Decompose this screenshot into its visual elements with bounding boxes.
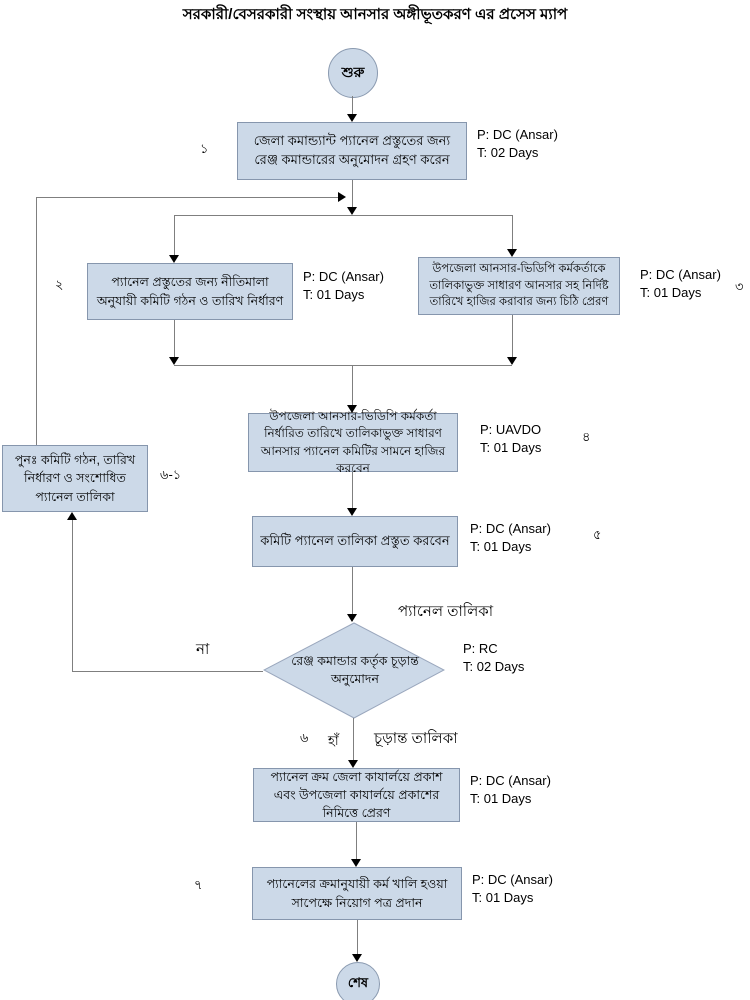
- end-node: শেষ: [336, 962, 380, 1000]
- annotation-step-2-t: T: 01 Days: [303, 286, 365, 302]
- arrowhead-icon: [347, 614, 357, 622]
- flow-step-6-text: প্যানেল ক্রম জেলা কাযার্লয়ে প্রকাশ এবং …: [270, 769, 443, 821]
- flow-step-2-text: প্যানেল প্রস্তুতের জন্য নীতিমালা অনুযায়…: [96, 275, 284, 308]
- arrowhead-icon: [67, 512, 77, 520]
- arrowhead-icon: [351, 859, 361, 867]
- connector-step1-split: [352, 180, 353, 208]
- annotation-step-5-p: P: DC (Ansar): [470, 521, 551, 536]
- flow-label-no: না: [196, 641, 210, 658]
- connector-step4-step5: [352, 472, 353, 509]
- annotation-step-5-t: T: 01 Days: [470, 538, 532, 554]
- step-number-3: ৩: [735, 279, 744, 294]
- flow-step-1: জেলা কমান্ড্যান্ট প্যানেল প্রস্তুতের জন্…: [237, 122, 467, 180]
- page-title: সরকারী/বেসরকারী সংস্থায় আনসার অঙ্গীভূতক…: [182, 6, 568, 23]
- arrowhead-icon: [347, 114, 357, 122]
- step-number-rework: ৬-১: [160, 467, 182, 482]
- step-number-6: ৬: [300, 730, 309, 745]
- annotation-step-3: P: DC (Ansar) T: 01 Days: [640, 266, 721, 301]
- annotation-step-4: P: UAVDO T: 01 Days: [480, 421, 541, 456]
- annotation-step-1-p: P: DC (Ansar): [477, 127, 558, 142]
- flow-step-rework-text: পুনঃ কমিটি গঠন, তারিখ নির্ধারণ ও সংশোধিত…: [14, 453, 136, 504]
- connector-decision-step6: [353, 718, 354, 760]
- annotation-decision-p: P: RC: [463, 641, 498, 656]
- flow-step-4-text: উপজেলা আনসার-ভিডিপি কর্মকর্তা নির্ধারিত …: [260, 408, 446, 475]
- arrowhead-icon: [169, 255, 179, 263]
- annotation-step-4-p: P: UAVDO: [480, 422, 542, 437]
- flow-step-3: উপজেলা আনসার-ভিডিপি কর্মকর্তাকে তালিকাভু…: [418, 257, 620, 315]
- arrowhead-icon: [348, 760, 358, 768]
- flow-step-6: প্যানেল ক্রম জেলা কাযার্লয়ে প্রকাশ এবং …: [253, 768, 460, 822]
- annotation-step-5: P: DC (Ansar) T: 01 Days: [470, 520, 551, 555]
- flow-label-final-list: চূড়ান্ত তালিকা: [374, 730, 458, 747]
- connector-split-left: [174, 215, 175, 255]
- decision-node: রেঞ্জ কমান্ডার কর্তৃক চূড়ান্ত অনুমোদন: [285, 640, 425, 700]
- annotation-step-3-t: T: 01 Days: [640, 284, 702, 300]
- flow-label-panel-list: প্যানেল তালিকা: [398, 603, 494, 620]
- annotation-decision: P: RC T: 02 Days: [463, 640, 524, 675]
- flow-label-yes: হাঁ: [328, 733, 339, 748]
- flow-step-1-text: জেলা কমান্ড্যান্ট প্যানেল প্রস্তুতের জন্…: [253, 133, 451, 167]
- annotation-decision-t: T: 02 Days: [463, 658, 525, 674]
- annotation-step-6-t: T: 01 Days: [470, 790, 532, 806]
- annotation-step-2: P: DC (Ansar) T: 01 Days: [303, 268, 384, 303]
- arrowhead-icon: [507, 249, 517, 257]
- annotation-step-4-t: T: 01 Days: [480, 439, 542, 455]
- step-number-5: ৫: [593, 527, 602, 542]
- flow-step-2: প্যানেল প্রস্তুতের জন্য নীতিমালা অনুযায়…: [87, 263, 293, 320]
- annotation-step-7-p: P: DC (Ansar): [472, 872, 553, 887]
- flow-step-5: কমিটি প্যানেল তালিকা প্রস্তুত করবেন: [252, 516, 458, 567]
- step-number-4: ৪: [582, 429, 591, 444]
- annotation-step-1-t: T: 02 Days: [477, 144, 539, 160]
- flow-step-7-text: প্যানেলের ক্রমানুযায়ী কর্ম খালি হওয়া স…: [266, 877, 448, 910]
- end-label: শেষ: [347, 974, 369, 990]
- connector-step5-decision: [352, 567, 353, 615]
- arrowhead-icon: [338, 192, 346, 202]
- connector-split-horizontal: [174, 215, 512, 216]
- flow-step-4: উপজেলা আনসার-ভিডিপি কর্মকর্তা নির্ধারিত …: [248, 409, 458, 475]
- step-number-7: ৭: [194, 877, 203, 892]
- connector-rework-up: [36, 197, 37, 445]
- connector-rework-right: [36, 197, 338, 198]
- flow-step-3-text: উপজেলা আনসার-ভিডিপি কর্মকর্তাকে তালিকাভু…: [429, 262, 609, 309]
- arrowhead-icon: [169, 357, 179, 365]
- connector-step3-down: [512, 315, 513, 358]
- connector-split-right: [512, 215, 513, 249]
- decision-diamond-shape: [263, 622, 445, 719]
- arrowhead-icon: [347, 405, 357, 413]
- annotation-step-1: P: DC (Ansar) T: 02 Days: [477, 126, 558, 161]
- step-number-2: ২: [55, 277, 64, 292]
- flow-step-5-text: কমিটি প্যানেল তালিকা প্রস্তুত করবেন: [260, 533, 450, 549]
- step-number-1: ১: [200, 141, 209, 156]
- connector-merge-step4: [352, 365, 353, 405]
- arrowhead-icon: [347, 207, 357, 215]
- annotation-step-2-p: P: DC (Ansar): [303, 269, 384, 284]
- arrowhead-icon: [347, 508, 357, 516]
- flow-step-rework: পুনঃ কমিটি গঠন, তারিখ নির্ধারণ ও সংশোধিত…: [2, 445, 148, 512]
- arrowhead-icon: [507, 357, 517, 365]
- start-node: শুরু: [328, 48, 378, 98]
- flow-step-7: প্যানেলের ক্রমানুযায়ী কর্ম খালি হওয়া স…: [252, 867, 462, 920]
- connector-step6-step7: [356, 822, 357, 860]
- connector-no-vertical: [72, 520, 73, 672]
- connector-start-step1: [352, 96, 353, 115]
- arrowhead-icon: [352, 954, 362, 962]
- annotation-step-6: P: DC (Ansar) T: 01 Days: [470, 772, 551, 807]
- connector-no-horizontal: [72, 671, 263, 672]
- annotation-step-3-p: P: DC (Ansar): [640, 267, 721, 282]
- decision-text: রেঞ্জ কমান্ডার কর্তৃক চূড়ান্ত অনুমোদন: [291, 653, 419, 686]
- annotation-step-7: P: DC (Ansar) T: 01 Days: [472, 871, 553, 906]
- annotation-step-6-p: P: DC (Ansar): [470, 773, 551, 788]
- connector-merge-horizontal: [174, 365, 512, 366]
- annotation-step-7-t: T: 01 Days: [472, 889, 534, 905]
- connector-step2-down: [174, 320, 175, 358]
- connector-step7-end: [357, 920, 358, 955]
- start-label: শুরু: [341, 64, 365, 80]
